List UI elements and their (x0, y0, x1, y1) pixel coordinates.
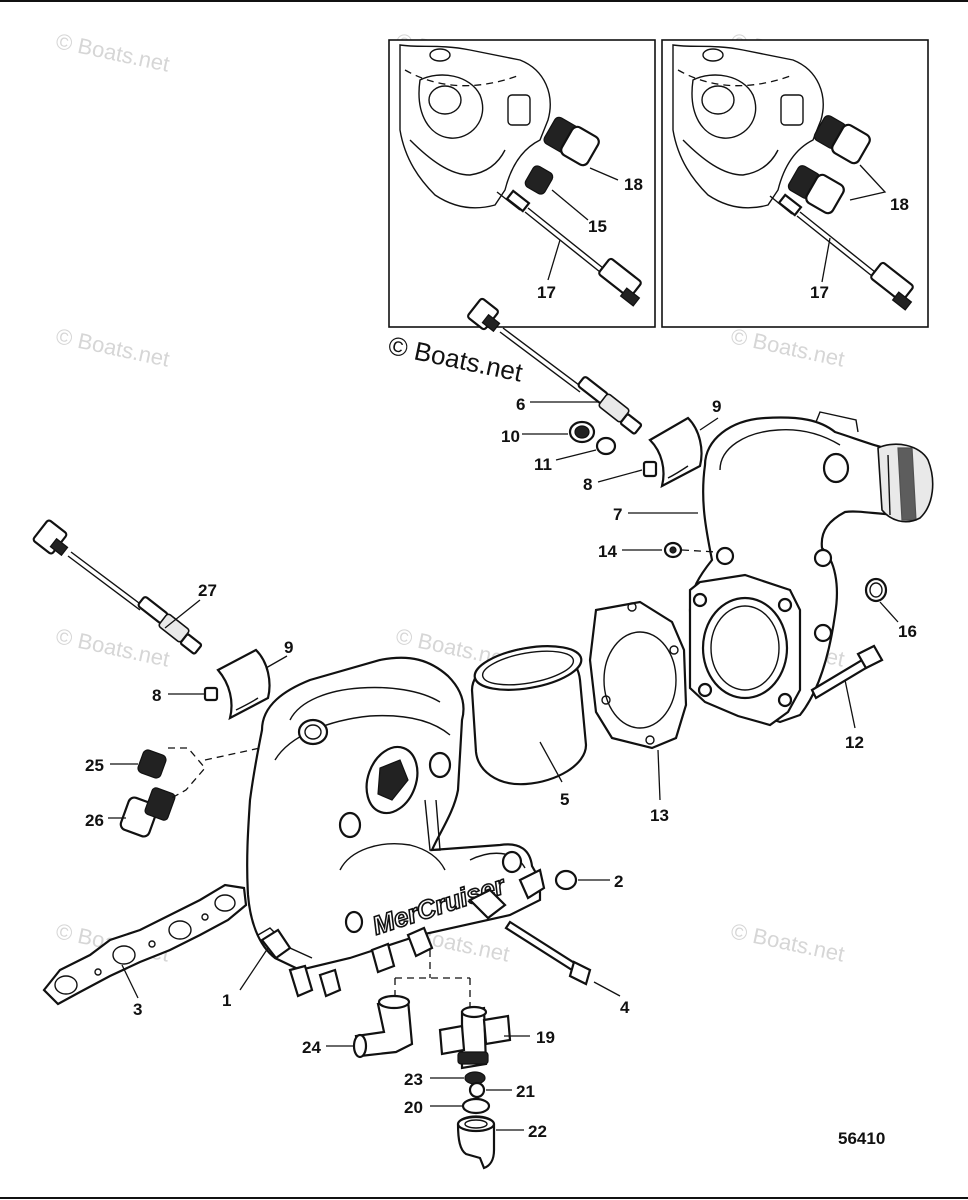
inset-panel-left: 18 15 17 (388, 39, 656, 328)
callout-10: 10 (501, 427, 520, 446)
callout-12: 12 (845, 733, 864, 752)
callout-15: 15 (588, 217, 607, 236)
callout-21: 21 (516, 1082, 535, 1101)
callout-27: 27 (198, 581, 217, 600)
o-ring-20 (461, 1097, 491, 1115)
plug-2 (554, 869, 578, 891)
callout-17: 17 (537, 283, 556, 302)
callout-2: 2 (614, 872, 623, 891)
washer-11 (595, 436, 617, 456)
fitting-18-inset1 (543, 116, 600, 167)
callout-9: 9 (284, 638, 293, 657)
tee-fitting-19 (438, 1005, 512, 1070)
oxygen-sensor-27 (32, 519, 203, 655)
callout-22: 22 (528, 1122, 547, 1141)
gasket-13 (588, 600, 688, 750)
callout-1: 1 (222, 991, 231, 1010)
callout-4: 4 (620, 998, 630, 1017)
callout-8: 8 (583, 475, 592, 494)
heat-shield-9-upper (648, 416, 703, 489)
callout-26: 26 (85, 811, 104, 830)
callout-20: 20 (404, 1098, 423, 1117)
plug-25 (137, 749, 167, 779)
callout-9: 9 (712, 397, 721, 416)
plug-15 (524, 165, 554, 195)
mercury-logo-badge (365, 745, 419, 815)
sensor-17-inset1 (496, 189, 642, 307)
callout-17: 17 (810, 283, 829, 302)
callout-24: 24 (302, 1038, 321, 1057)
callout-25: 25 (85, 756, 104, 775)
screw-8-upper (642, 460, 658, 478)
callout-7: 7 (613, 505, 622, 524)
callout-16: 16 (898, 622, 917, 641)
callout-14: 14 (598, 542, 617, 561)
sensor-17-inset2 (769, 193, 914, 311)
callout-18: 18 (890, 195, 909, 214)
callout-23: 23 (404, 1070, 423, 1089)
callout-18: 18 (624, 175, 643, 194)
callout-19: 19 (536, 1028, 555, 1047)
drain-elbow-22 (456, 1115, 496, 1170)
callout-11: 11 (534, 455, 552, 474)
fitting-26 (119, 787, 176, 838)
plug-10-hex (574, 425, 590, 439)
callout-3: 3 (133, 1000, 142, 1019)
plug-16 (864, 577, 888, 603)
fitting-18-inset2-lower (787, 165, 845, 215)
inset-panel-right: 18 17 (661, 39, 929, 328)
diagram-reference-number: 56410 (838, 1129, 885, 1148)
sleeve-5 (470, 645, 588, 786)
elbow-fitting-24 (352, 994, 414, 1059)
stud-4 (504, 920, 592, 986)
callout-6: 6 (516, 395, 525, 414)
callout-13: 13 (650, 806, 669, 825)
oxygen-sensor-6 (467, 297, 643, 435)
callout-8: 8 (152, 686, 161, 705)
heat-shield-9-lower (216, 648, 271, 721)
manifold-gasket-3 (42, 883, 248, 1006)
callout-5: 5 (560, 790, 569, 809)
screw-8-lower (203, 686, 219, 702)
check-ball-21 (468, 1081, 486, 1099)
bolt-12 (810, 644, 884, 700)
fitting-18-inset2-upper (813, 115, 871, 165)
exhaust-elbow-7 (688, 411, 934, 727)
